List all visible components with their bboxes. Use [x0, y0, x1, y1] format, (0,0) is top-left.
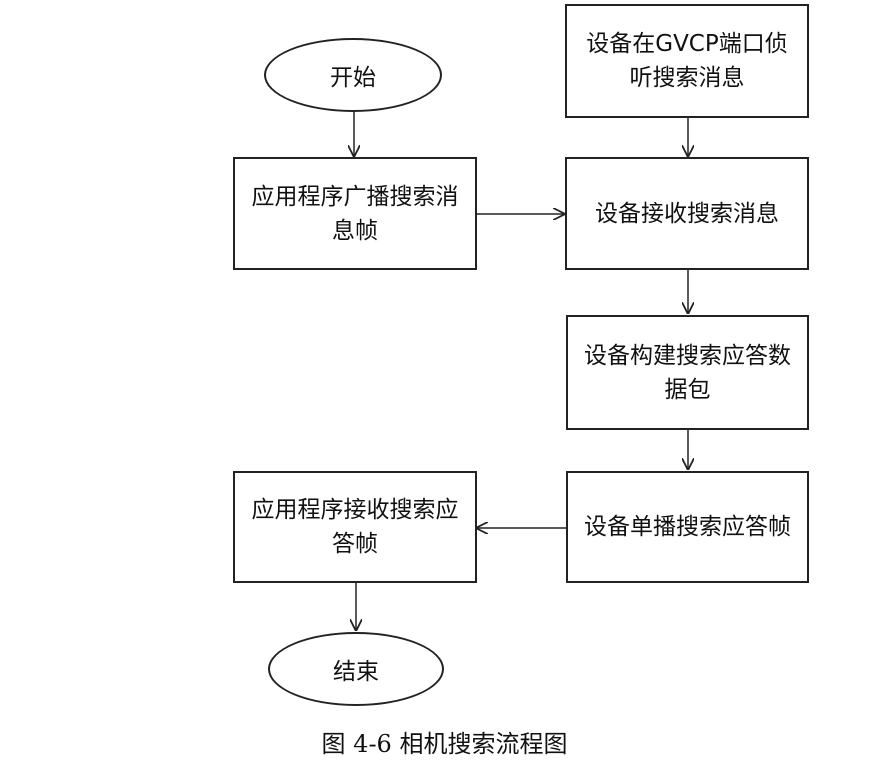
device-build-node: 设备构建搜索应答数据包: [566, 315, 809, 430]
device-listen-label: 设备在GVCP端口侦听搜索消息: [586, 31, 788, 91]
start-label: 开始: [330, 65, 376, 91]
device-receive-label: 设备接收搜索消息: [595, 200, 779, 227]
device-receive-node: 设备接收搜索消息: [565, 157, 809, 270]
start-node: 开始: [264, 38, 442, 112]
device-build-label: 设备构建搜索应答数据包: [584, 342, 791, 403]
end-label: 结束: [333, 659, 379, 685]
device-unicast-label: 设备单播搜索应答帧: [584, 514, 791, 540]
app-broadcast-label: 应用程序广播搜索消息帧: [251, 183, 459, 244]
device-listen-node: 设备在GVCP端口侦听搜索消息: [565, 4, 809, 118]
app-receive-node: 应用程序接收搜索应答帧: [233, 471, 477, 583]
end-node: 结束: [268, 632, 444, 706]
device-unicast-node: 设备单播搜索应答帧: [566, 471, 809, 583]
figure-caption: 图 4-6 相机搜索流程图: [321, 730, 568, 758]
app-receive-label: 应用程序接收搜索应答帧: [251, 497, 459, 557]
app-broadcast-node: 应用程序广播搜索消息帧: [233, 157, 477, 270]
